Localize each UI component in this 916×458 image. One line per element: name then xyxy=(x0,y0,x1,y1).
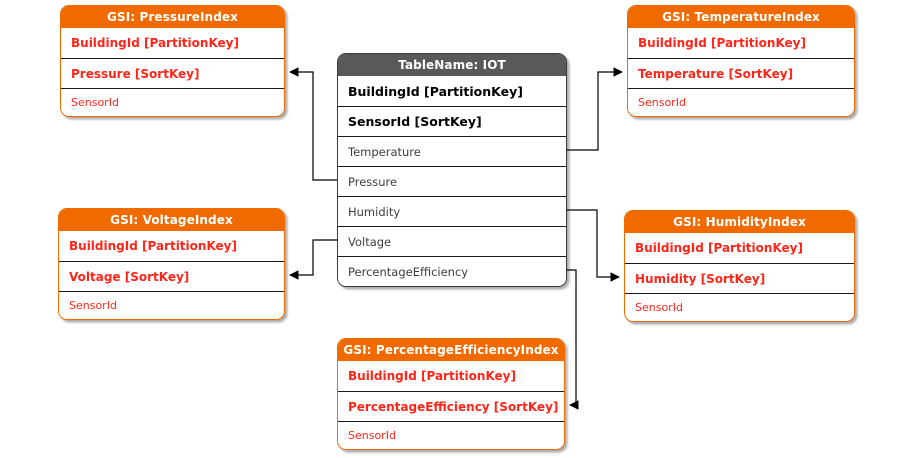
gsi-pressure-title: GSI: PressureIndex xyxy=(61,6,284,28)
gsi-humidity-title: GSI: HumidityIndex xyxy=(625,211,854,233)
main-table-sort-key: SensorId [SortKey] xyxy=(338,106,566,136)
connector-temperature xyxy=(567,67,623,151)
gsi-table-humidity: GSI: HumidityIndex BuildingId [Partition… xyxy=(624,210,855,322)
gsi-percentage-efficiency-attribute: SensorId xyxy=(338,421,564,449)
gsi-voltage-partition-key: BuildingId [PartitionKey] xyxy=(59,231,284,261)
gsi-voltage-sort-key: Voltage [SortKey] xyxy=(59,261,284,291)
gsi-voltage-title: GSI: VoltageIndex xyxy=(59,209,284,231)
gsi-table-percentage-efficiency: GSI: PercentageEfficiencyIndex BuildingI… xyxy=(337,338,565,450)
gsi-voltage-attribute: SensorId xyxy=(59,291,284,319)
gsi-table-voltage: GSI: VoltageIndex BuildingId [PartitionK… xyxy=(58,208,285,320)
gsi-humidity-sort-key: Humidity [SortKey] xyxy=(625,263,854,293)
gsi-pressure-attribute: SensorId xyxy=(61,88,284,116)
gsi-percentage-efficiency-title: GSI: PercentageEfficiencyIndex xyxy=(338,339,564,361)
gsi-percentage-efficiency-partition-key: BuildingId [PartitionKey] xyxy=(338,361,564,391)
main-table-partition-key: BuildingId [PartitionKey] xyxy=(338,76,566,106)
main-table-iot: TableName: IOT BuildingId [PartitionKey]… xyxy=(337,53,567,287)
main-table-attr-voltage: Voltage xyxy=(338,226,566,256)
connector-pressure xyxy=(289,67,337,181)
main-table-attr-humidity: Humidity xyxy=(338,196,566,226)
gsi-temperature-attribute: SensorId xyxy=(628,88,854,116)
main-table-attr-temperature: Temperature xyxy=(338,136,566,166)
connector-percentage-efficiency xyxy=(567,269,579,410)
gsi-temperature-sort-key: Temperature [SortKey] xyxy=(628,58,854,88)
main-table-attr-pressure: Pressure xyxy=(338,166,566,196)
gsi-temperature-title: GSI: TemperatureIndex xyxy=(628,6,854,28)
gsi-humidity-partition-key: BuildingId [PartitionKey] xyxy=(625,233,854,263)
connector-humidity xyxy=(567,209,620,282)
gsi-percentage-efficiency-sort-key: PercentageEfficiency [SortKey] xyxy=(338,391,564,421)
gsi-pressure-partition-key: BuildingId [PartitionKey] xyxy=(61,28,284,58)
gsi-pressure-sort-key: Pressure [SortKey] xyxy=(61,58,284,88)
gsi-humidity-attribute: SensorId xyxy=(625,293,854,321)
main-table-attr-percentage-efficiency: PercentageEfficiency xyxy=(338,256,566,286)
gsi-table-temperature: GSI: TemperatureIndex BuildingId [Partit… xyxy=(627,5,855,117)
main-table-title: TableName: IOT xyxy=(338,54,566,76)
gsi-temperature-partition-key: BuildingId [PartitionKey] xyxy=(628,28,854,58)
connector-voltage xyxy=(289,239,337,280)
gsi-table-pressure: GSI: PressureIndex BuildingId [Partition… xyxy=(60,5,285,117)
